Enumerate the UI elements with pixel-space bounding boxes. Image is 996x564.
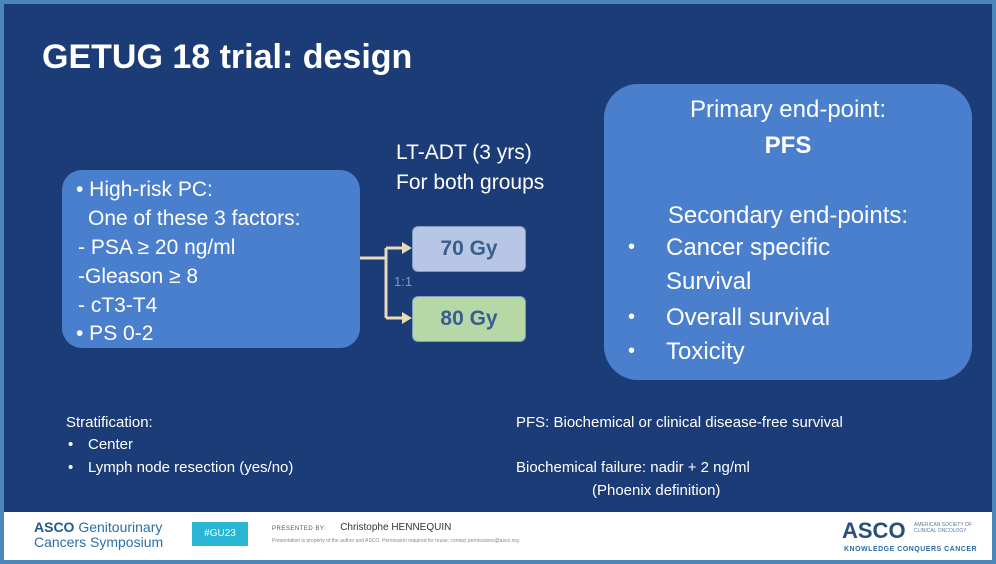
- stratification-item: Lymph node resection (yes/no): [88, 459, 294, 476]
- symposium-logo: ASCO Genitourinary Cancers Symposium: [34, 520, 163, 550]
- arm-70gy: 70 Gy: [412, 226, 526, 272]
- arm-80gy: 80 Gy: [412, 296, 526, 342]
- symposium-name: Genitourinary: [78, 519, 163, 535]
- endpoint-bullet: •: [628, 340, 636, 362]
- inclusion-line: One of these 3 factors:: [88, 207, 301, 230]
- inclusion-line: • PS 0-2: [76, 322, 154, 345]
- asco-logo: ASCO: [842, 518, 906, 543]
- secondary-endpoints-label: Secondary end-points:: [667, 202, 909, 229]
- adt-label: LT-ADT (3 yrs) For both groups: [396, 138, 544, 198]
- endpoint-bullet: •: [628, 236, 636, 258]
- slide-title: GETUG 18 trial: design: [42, 38, 413, 76]
- symposium-asco: ASCO: [34, 519, 75, 535]
- primary-endpoint-value: PFS: [764, 132, 812, 159]
- inclusion-line: - PSA ≥ 20 ng/ml: [78, 236, 236, 259]
- endpoints-box: Primary end-point: PFS Secondary end-poi…: [604, 84, 972, 380]
- stratification-bullet: •: [68, 459, 74, 476]
- slide: GETUG 18 trial: design • High-risk PC: O…: [4, 4, 992, 560]
- asco-tagline: KNOWLEDGE CONQUERS CANCER: [844, 546, 978, 553]
- disclaimer: Presentation is property of the author a…: [272, 538, 519, 544]
- stratification-item: Center: [88, 436, 134, 453]
- randomization-ratio: 1:1: [394, 274, 413, 289]
- secondary-endpoint-item: Cancer specific: [666, 234, 831, 261]
- inclusion-line: -Gleason ≥ 8: [78, 265, 199, 288]
- adt-line-2: For both groups: [396, 171, 545, 194]
- secondary-endpoint-item: Overall survival: [666, 304, 831, 331]
- endpoint-bullet: •: [628, 306, 636, 328]
- presenter-name: Christophe HENNEQUIN: [340, 522, 452, 533]
- symposium-subtitle: Cancers Symposium: [34, 534, 164, 550]
- hashtag-badge: #GU23: [192, 522, 248, 546]
- pfs-definition: PFS: Biochemical or clinical disease-fre…: [516, 414, 843, 431]
- randomization-arrows: [360, 242, 412, 324]
- inclusion-line: - cT3-T4: [78, 294, 158, 317]
- secondary-endpoint-item: Toxicity: [666, 338, 745, 365]
- stratification-title: Stratification:: [66, 414, 153, 431]
- adt-line-1: LT-ADT (3 yrs): [396, 141, 532, 164]
- secondary-endpoint-item: Survival: [666, 268, 752, 295]
- inclusion-box: • High-risk PC: One of these 3 factors: …: [62, 170, 360, 348]
- asco-logo-subtitle: AMERICAN SOCIETY OF CLINICAL ONCOLOGY: [914, 522, 972, 534]
- primary-endpoint-label: Primary end-point:: [689, 96, 887, 123]
- presenter-block: PRESENTED BY: Christophe HENNEQUIN: [272, 522, 451, 533]
- failure-definition: Biochemical failure: nadir + 2 ng/ml: [516, 459, 750, 476]
- presented-by-label: PRESENTED BY:: [272, 526, 327, 532]
- stratification-bullet: •: [68, 436, 74, 453]
- footer-bar: ASCO Genitourinary Cancers Symposium #GU…: [4, 512, 992, 560]
- inclusion-line: • High-risk PC:: [76, 178, 213, 201]
- phoenix-definition: (Phoenix definition): [592, 482, 721, 499]
